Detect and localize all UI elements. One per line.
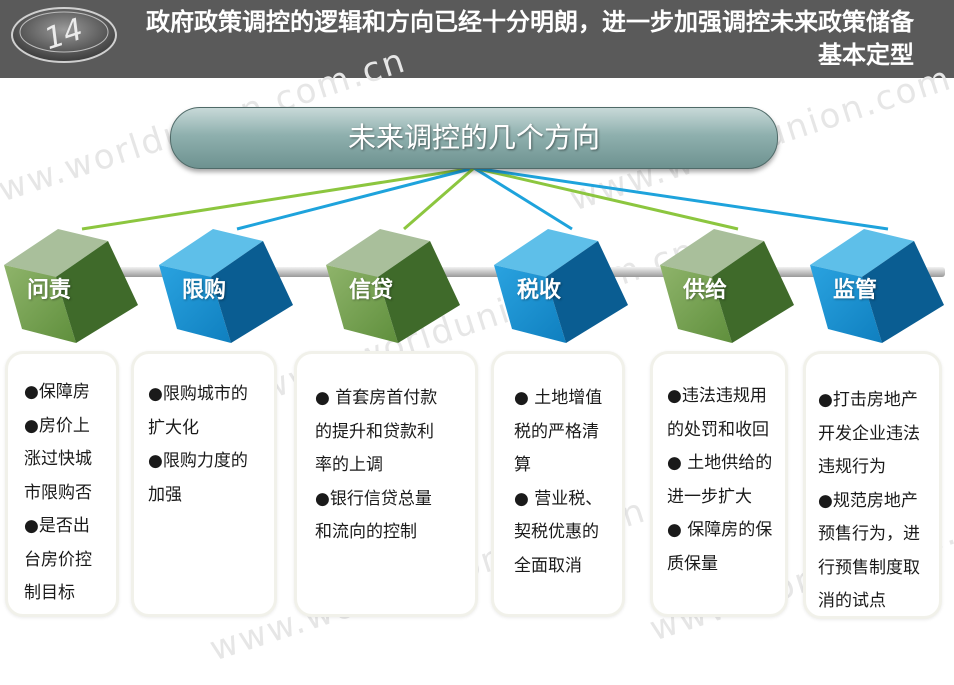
- card-line: ● 首套房首付款: [315, 388, 438, 408]
- direction-card-text: ●保障房 ●房价上涨过快城市限购否 ●是否出台房价控制目标: [8, 354, 116, 611]
- card-line: ●限购力度的: [148, 451, 248, 471]
- direction-card-3: ● 首套房首付款的提升和贷款利率的上调 ●银行信贷总量和流向的控制: [294, 351, 478, 617]
- card-line: ●打击房地产: [818, 390, 918, 410]
- cube-top-face: [326, 229, 430, 277]
- direction-label-2: 限购: [181, 278, 226, 303]
- card-line: 契税优惠的: [514, 522, 599, 542]
- cube-top-face: [159, 229, 263, 277]
- direction-cube-1: [4, 229, 138, 343]
- page-title: 政府政策调控的逻辑和方向已经十分明朗，进一步加强调控未来政策储备基本定型: [146, 8, 914, 69]
- connector-line-1: [81, 166, 475, 231]
- card-line: ● 保障房的保: [667, 520, 773, 540]
- card-line: 和流向的控制: [315, 522, 417, 542]
- card-line: ●违法违规用: [667, 386, 767, 406]
- cube-side-face: [211, 241, 293, 343]
- card-line: ●是否出: [24, 516, 90, 536]
- card-line: 扩大化: [148, 417, 199, 438]
- connector-bar: [10, 267, 945, 277]
- direction-cube-2: [159, 229, 293, 343]
- direction-cube-6: [810, 229, 944, 343]
- card-line: 加强: [148, 484, 182, 505]
- card-line: 预售行为，进: [818, 524, 920, 544]
- cube-top-face: [4, 229, 108, 277]
- card-line: ● 土地供给的: [667, 453, 773, 473]
- card-line: ● 营业税、: [514, 488, 603, 509]
- card-line: 算: [514, 455, 531, 475]
- card-line: 涨过快城: [24, 449, 92, 469]
- connector-line-2: [236, 166, 475, 231]
- card-line: 台房价控: [24, 549, 92, 570]
- card-line: ● 土地增值: [514, 388, 603, 408]
- direction-card-6: ●打击房地产开发企业违法违规行为 ●规范房地产预售行为，进行预售制度取消的试点: [803, 351, 942, 619]
- card-line: ●银行信贷总量: [315, 488, 432, 509]
- card-line: 税的严格清: [514, 421, 599, 442]
- card-line: 质保量: [667, 553, 718, 574]
- cube-side-face: [56, 241, 138, 343]
- direction-card-2: ●限购城市的扩大化 ●限购力度的加强: [131, 351, 277, 617]
- cube-top-face: [494, 229, 598, 277]
- card-line: 制目标: [24, 583, 75, 603]
- direction-label-4: 税收: [516, 278, 561, 303]
- card-line: ●房价上: [24, 415, 90, 436]
- direction-label-6: 监管: [832, 278, 877, 303]
- center-topic-label: 未来调控的几个方向: [347, 121, 600, 154]
- center-topic-banner: 未来调控的几个方向: [170, 107, 778, 169]
- card-line: 率的上调: [315, 455, 383, 475]
- direction-label-3: 信贷: [348, 278, 393, 303]
- card-line: 的提升和贷款利: [315, 421, 434, 442]
- connector-line-4: [473, 166, 573, 231]
- direction-card-text: ● 首套房首付款的提升和贷款利率的上调 ●银行信贷总量和流向的控制: [297, 354, 475, 550]
- cube-side-face: [378, 241, 460, 343]
- direction-cube-4: [494, 229, 628, 343]
- card-line: 行预售制度取: [818, 557, 920, 578]
- direction-label-1: 问责: [26, 278, 71, 303]
- direction-card-text: ●违法违规用的处罚和收回 ● 土地供给的进一步扩大 ● 保障房的保质保量: [653, 354, 785, 581]
- cube-front-face: [810, 265, 882, 343]
- card-line: 市限购否: [24, 482, 92, 503]
- direction-cube-5: [660, 229, 794, 343]
- cube-front-face: [159, 265, 231, 343]
- card-line: 开发企业违法: [818, 423, 920, 444]
- cube-top-face: [660, 229, 764, 277]
- direction-card-text: ● 土地增值税的严格清算 ● 营业税、契税优惠的全面取消: [494, 354, 622, 583]
- card-line: 违规行为: [818, 457, 886, 477]
- card-line: 的处罚和收回: [667, 419, 769, 440]
- card-line: 进一步扩大: [667, 486, 752, 507]
- direction-card-1: ●保障房 ●房价上涨过快城市限购否 ●是否出台房价控制目标: [5, 351, 119, 617]
- card-line: ●规范房地产: [818, 490, 918, 511]
- cube-side-face: [712, 241, 794, 343]
- direction-card-5: ●违法违规用的处罚和收回 ● 土地供给的进一步扩大 ● 保障房的保质保量: [650, 351, 788, 617]
- direction-card-4: ● 土地增值税的严格清算 ● 营业税、契税优惠的全面取消: [491, 351, 625, 617]
- connector-line-6: [473, 166, 889, 231]
- direction-card-text: ●限购城市的扩大化 ●限购力度的加强: [134, 354, 274, 512]
- connector-line-5: [473, 166, 739, 231]
- slide-number-badge: 14: [11, 7, 117, 63]
- cube-front-face: [494, 265, 566, 343]
- cube-front-face: [326, 265, 398, 343]
- header-bar: 14 政府政策调控的逻辑和方向已经十分明朗，进一步加强调控未来政策储备基本定型: [0, 0, 954, 78]
- cube-front-face: [4, 265, 76, 343]
- direction-card-text: ●打击房地产开发企业违法违规行为 ●规范房地产预售行为，进行预售制度取消的试点: [806, 354, 939, 619]
- card-line: 全面取消: [514, 555, 582, 576]
- cube-side-face: [862, 241, 944, 343]
- direction-label-5: 供给: [682, 278, 727, 303]
- card-line: ●限购城市的: [148, 384, 248, 404]
- connector-line-3: [403, 166, 475, 231]
- cube-top-face: [810, 229, 914, 277]
- cube-side-face: [546, 241, 628, 343]
- card-line: ●保障房: [24, 382, 90, 402]
- cube-front-face: [660, 265, 732, 343]
- card-line: 消的试点: [818, 591, 886, 611]
- direction-cube-3: [326, 229, 460, 343]
